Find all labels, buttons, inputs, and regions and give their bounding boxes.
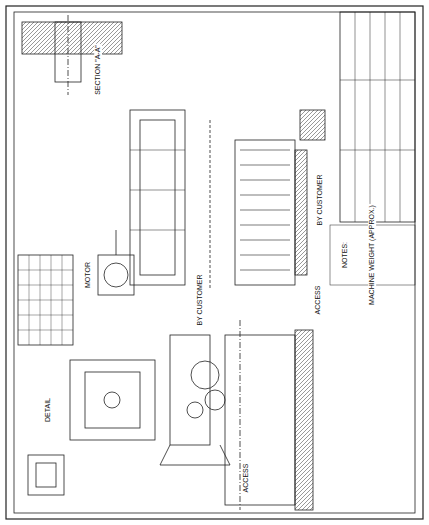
notes-heading: NOTES: — [341, 241, 349, 269]
detail-label: DETAIL — [44, 397, 52, 423]
note-label: BY CUSTOMER — [316, 173, 324, 226]
section-label: SECTION "A-A" — [94, 44, 102, 96]
note-label: BY CUSTOMER — [196, 273, 204, 326]
weight-note: MACHINE WEIGHT (APPROX.) — [368, 204, 376, 306]
access-label: ACCESS — [314, 285, 322, 316]
part-name: MOTOR — [84, 261, 92, 289]
access-label: ACCESS — [242, 463, 250, 494]
